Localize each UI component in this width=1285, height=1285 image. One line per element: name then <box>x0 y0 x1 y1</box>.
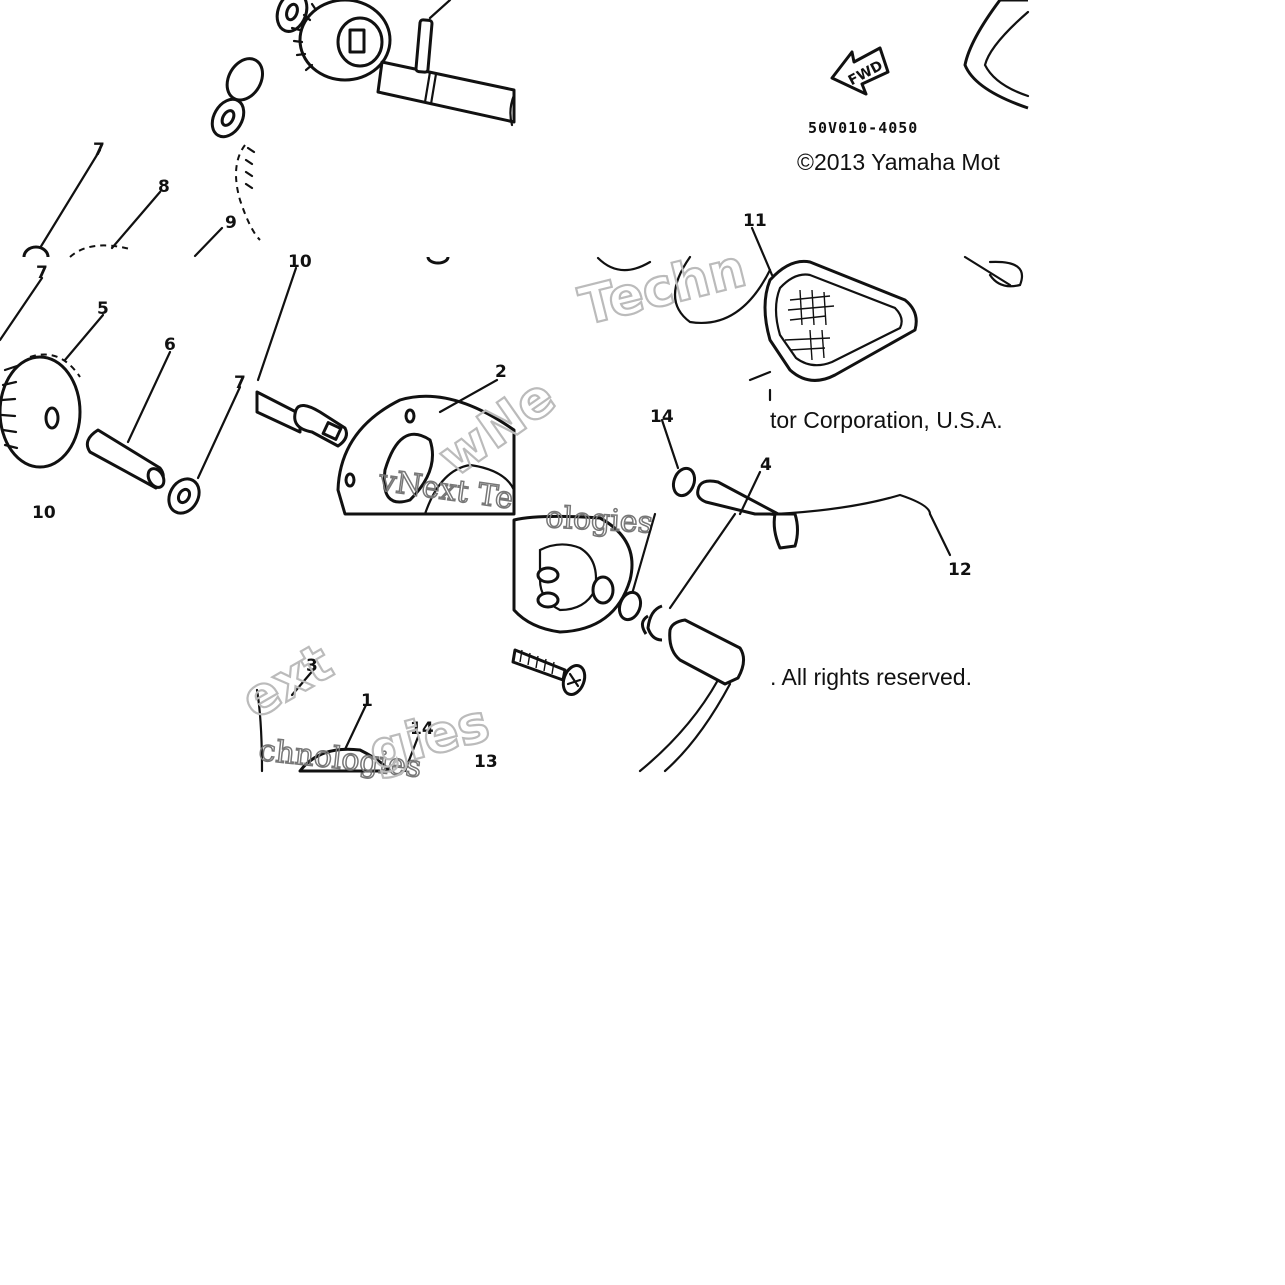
tile-top-middle <box>275 0 516 265</box>
callout-13: 13 <box>474 752 498 772</box>
watermark-4: ologies <box>545 500 654 541</box>
callout-7a: 7 <box>93 140 105 160</box>
washer-part <box>225 57 264 102</box>
pin-part <box>414 18 434 74</box>
callout-2: 2 <box>495 362 507 382</box>
callout-9: 9 <box>225 213 237 233</box>
part-number: 50V010-4050 <box>808 119 918 137</box>
callout-7b: 7 <box>36 263 48 283</box>
callout-8: 8 <box>158 177 170 197</box>
callout-10b: 10 <box>288 252 312 272</box>
callout-3: 3 <box>306 656 318 676</box>
callout-7c: 7 <box>234 373 246 393</box>
callout-14b: 14 <box>410 719 434 739</box>
elbow-pipe-part <box>668 618 745 686</box>
copyright-line-3: . All rights reserved. <box>770 664 972 690</box>
copyright-line-2: tor Corporation, U.S.A. <box>770 407 1003 433</box>
callout-14a: 14 <box>650 407 674 427</box>
tile-middle-left: 7 5 6 7 10 <box>0 263 246 523</box>
callout-10a: 10 <box>32 503 56 523</box>
o-ring-14-part <box>671 466 697 498</box>
tile-top-right: FWD 50V010-4050 ©2013 Yamaha Mot <box>797 0 1030 175</box>
callout-5: 5 <box>97 299 109 319</box>
callout-11: 11 <box>743 211 767 231</box>
strainer-11-part <box>763 259 918 382</box>
tile-top-left: 7 8 9 <box>22 57 264 258</box>
copyright-line-1: ©2013 Yamaha Mot <box>797 149 1000 175</box>
shaft-part <box>376 60 516 124</box>
tile-bottom-right: ologies 12 . All rights reserved. <box>511 499 972 773</box>
gear-5-part <box>0 355 82 469</box>
callout-4: 4 <box>760 455 772 475</box>
callout-1: 1 <box>361 691 373 711</box>
fwd-arrow-icon: FWD <box>830 46 890 96</box>
callout-12: 12 <box>948 560 972 580</box>
callout-6: 6 <box>164 335 176 355</box>
